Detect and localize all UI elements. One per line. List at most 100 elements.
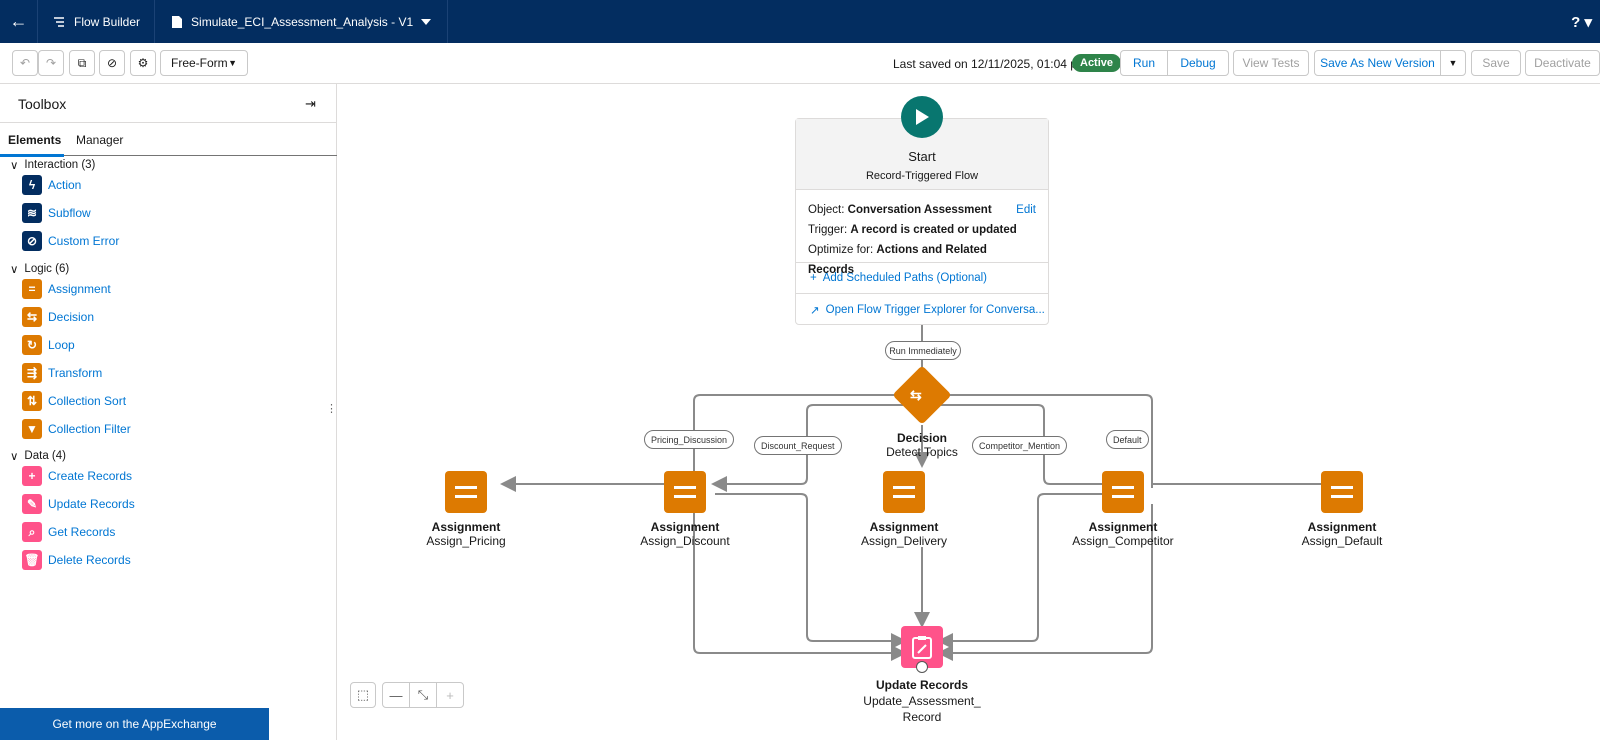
flow-builder-app[interactable]: Flow Builder (38, 0, 156, 43)
toolbox-item-decision[interactable]: ⇆Decision (22, 307, 94, 327)
save-options-menu[interactable]: ▼ (1440, 50, 1466, 76)
debug-button[interactable]: Debug (1167, 50, 1229, 76)
ban-icon: ⊘ (22, 231, 42, 251)
start-subtitle: Record-Triggered Flow (865, 170, 979, 182)
toolbox-item-create-records[interactable]: +Create Records (22, 466, 132, 486)
filter-icon: ▼ (22, 419, 42, 439)
create-records-icon: + (22, 466, 42, 486)
get-records-icon: ⌕ (22, 522, 42, 542)
status-badge: Active (1072, 54, 1122, 72)
toolbox-item-update-records[interactable]: ✎Update Records (22, 494, 135, 514)
assignment-node-pricing[interactable] (445, 471, 487, 513)
undo-button[interactable]: ↶ (12, 50, 38, 76)
zoom-out-button[interactable]: — (382, 682, 410, 708)
section-data[interactable]: ∨Data (4) (10, 450, 66, 463)
update-records-icon (912, 636, 932, 659)
outcome-competitor-mention[interactable]: Competitor_Mention (972, 436, 1068, 455)
flow-name-menu[interactable]: Simulate_ECI_Assessment_Analysis - V1 (155, 0, 449, 43)
toolbox-item-custom-error[interactable]: ⊘Custom Error (22, 231, 119, 251)
flow-icon (54, 16, 64, 27)
flow-canvas[interactable]: Start Record-Triggered Flow Object: Conv… (338, 84, 1600, 740)
start-node-card[interactable]: Start Record-Triggered Flow Object: Conv… (795, 118, 1049, 325)
assignment-node-discount[interactable] (664, 471, 706, 513)
decision-icon: ⇆ (22, 307, 42, 327)
zoom-in-button[interactable]: + (436, 682, 464, 708)
start-object-row: Object: Conversation Assessment (808, 204, 992, 216)
view-tests-button[interactable]: View Tests (1233, 50, 1309, 76)
undo-icon: ↶ (19, 56, 31, 70)
chevron-down-icon (421, 18, 432, 25)
chevron-down-icon: ▼ (228, 58, 237, 68)
update-records-node[interactable] (901, 626, 943, 668)
select-elements-button[interactable]: ⬚ (350, 682, 376, 708)
back-button[interactable]: ← (0, 0, 38, 43)
gear-icon: ⚙ (137, 56, 149, 70)
resize-handle-icon[interactable]: ⋮ (326, 403, 337, 415)
back-arrow-icon: ← (9, 11, 28, 31)
assignment-icon (674, 486, 696, 498)
toolbox-item-assignment[interactable]: =Assignment (22, 279, 111, 299)
outcome-discount-request[interactable]: Discount_Request (754, 436, 842, 455)
run-immediately-label[interactable]: Run Immediately (885, 341, 961, 360)
toolbox-item-collection-filter[interactable]: ▼Collection Filter (22, 419, 131, 439)
layout-mode-select[interactable]: Free-Form ▼ (160, 50, 248, 76)
collapse-panel-icon[interactable]: ⇥ (305, 96, 316, 111)
toolbox-item-loop[interactable]: ↻Loop (22, 335, 75, 355)
redo-button[interactable]: ↷ (38, 50, 64, 76)
start-optimize-row: Optimize for: Actions and Related Record… (808, 244, 987, 276)
appexchange-link[interactable]: Get more on the AppExchange (0, 708, 269, 740)
fit-view-button[interactable]: ⤡ (409, 682, 437, 708)
delete-records-icon: 🗑 (22, 550, 42, 570)
decision-icon: ⇆ (910, 387, 922, 403)
start-play-icon[interactable] (901, 96, 943, 138)
copy-button[interactable]: ⧉ (69, 50, 95, 76)
last-saved-text: Last saved on 12/11/2025, 01:04 pm (893, 57, 1087, 71)
toolbox-item-delete-records[interactable]: 🗑Delete Records (22, 550, 131, 570)
deactivate-button[interactable]: Deactivate (1525, 50, 1600, 76)
toolbox-item-subflow[interactable]: ≋Subflow (22, 203, 91, 223)
toolbox-item-transform[interactable]: ⇶Transform (22, 363, 102, 383)
toolbox-item-collection-sort[interactable]: ⇅Collection Sort (22, 391, 126, 411)
section-logic[interactable]: ∨Logic (6) (10, 263, 70, 276)
assignment-icon (1112, 486, 1134, 498)
tab-manager[interactable]: Manager (76, 133, 124, 147)
connector-anchor[interactable] (916, 661, 928, 673)
toolbox-panel: Toolbox ⇥ Elements Manager ∨Interaction … (0, 84, 337, 740)
start-title: Start (908, 149, 936, 164)
transform-icon: ⇶ (22, 363, 42, 383)
start-trigger-row: Trigger: A record is created or updated (808, 224, 1017, 236)
run-button[interactable]: Run (1120, 50, 1168, 76)
toolbox-item-get-records[interactable]: ⌕Get Records (22, 522, 115, 542)
errors-button[interactable]: ⊘ (99, 50, 125, 76)
contract-icon: ⤡ (417, 687, 429, 702)
outcome-default[interactable]: Default (1106, 430, 1149, 449)
assignment-node-delivery[interactable] (883, 471, 925, 513)
open-trigger-explorer-link[interactable]: ↗Open Flow Trigger Explorer for Conversa… (810, 303, 1045, 317)
save-as-new-version-button[interactable]: Save As New Version (1314, 50, 1441, 76)
file-icon (172, 15, 183, 28)
assignment-icon: = (22, 279, 42, 299)
add-scheduled-paths-link[interactable]: +Add Scheduled Paths (Optional) (796, 263, 1048, 294)
help-icon[interactable]: ? ▾ (1571, 14, 1592, 31)
ban-icon: ⊘ (106, 56, 118, 70)
marquee-icon: ⬚ (356, 687, 370, 702)
toolbar: ↶ ↷ ⧉ ⊘ ⚙ Free-Form ▼ Last saved on 12/1… (0, 43, 1600, 84)
chevron-down-icon: ∨ (10, 451, 19, 463)
minus-icon: — (389, 687, 403, 703)
section-interaction[interactable]: ∨Interaction (3) (10, 159, 96, 172)
flow-name: Simulate_ECI_Assessment_Analysis - V1 (191, 14, 414, 29)
assignment-node-competitor[interactable] (1102, 471, 1144, 513)
edit-link[interactable]: Edit (1016, 204, 1036, 216)
chevron-down-icon: ∨ (10, 264, 19, 276)
settings-button[interactable]: ⚙ (130, 50, 156, 76)
outcome-pricing-discussion[interactable]: Pricing_Discussion (644, 430, 735, 449)
plus-icon: + (446, 687, 454, 703)
save-button[interactable]: Save (1471, 50, 1521, 76)
assignment-node-default[interactable] (1321, 471, 1363, 513)
active-tab-indicator (0, 154, 64, 157)
chevron-down-icon: ∨ (10, 160, 19, 172)
tab-elements[interactable]: Elements (8, 133, 62, 147)
